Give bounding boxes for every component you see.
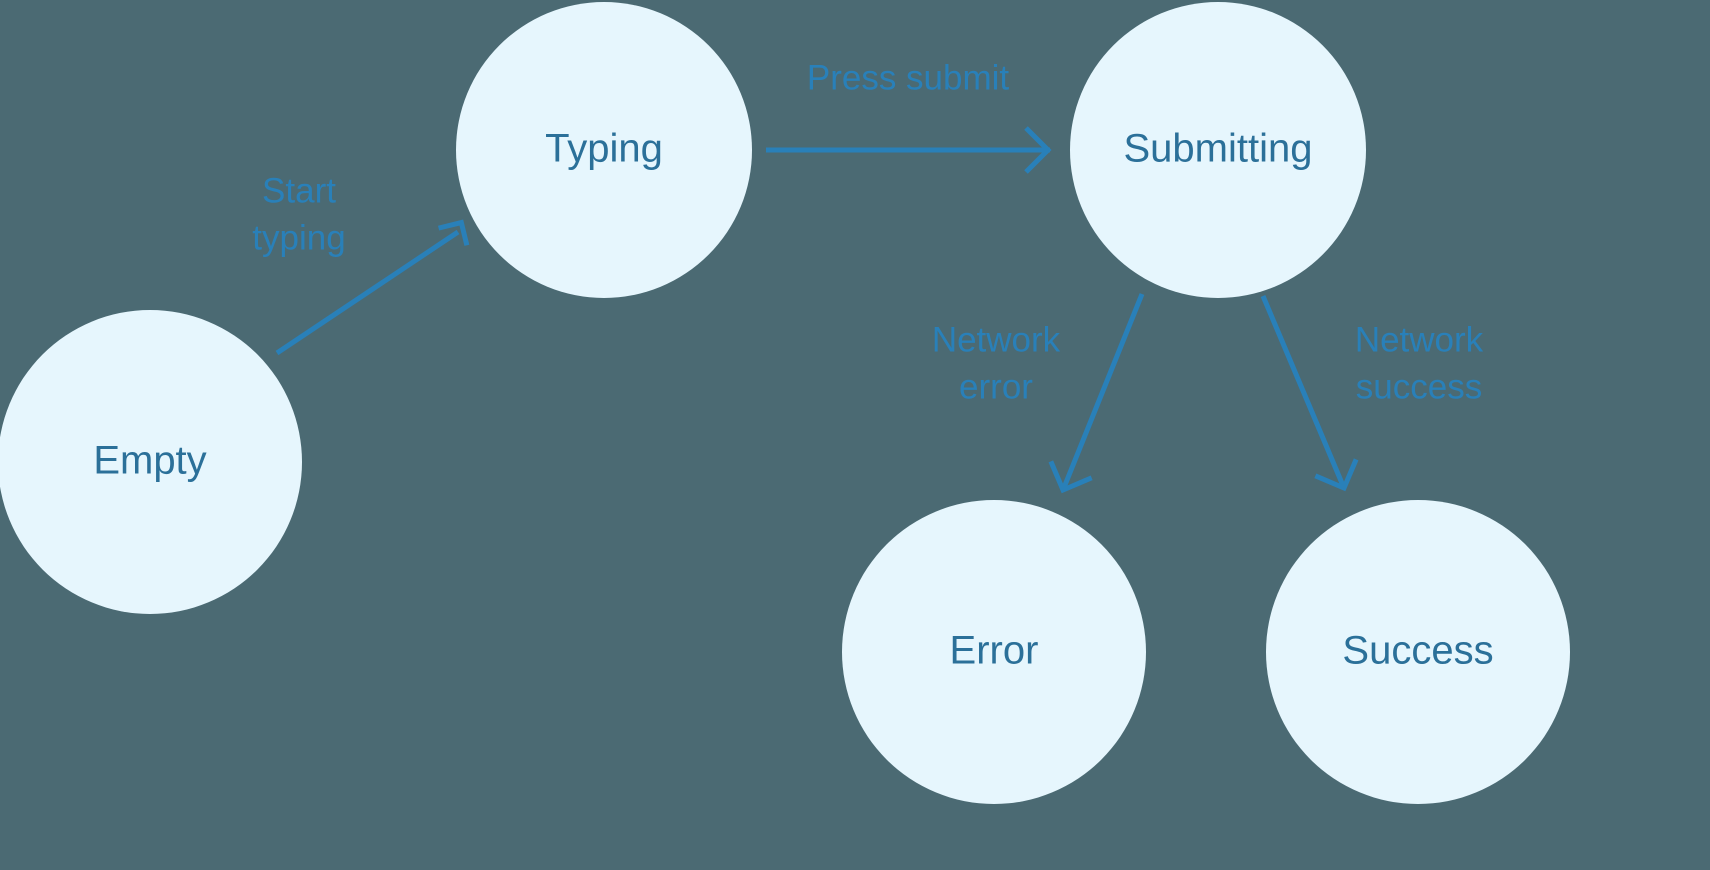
- edge-submitting-to-error[interactable]: Network error: [932, 293, 1145, 498]
- node-circle-empty: [0, 310, 302, 614]
- arrowhead-icon-submitting-to-success: [1314, 458, 1359, 492]
- node-label-error: Error: [950, 629, 1039, 673]
- node-error[interactable]: Error: [842, 500, 1146, 804]
- edge-typing-to-submitting[interactable]: Press submit: [766, 58, 1052, 174]
- edge-submitting-to-success[interactable]: Network success: [1260, 295, 1484, 496]
- edge-label-network-error-line1: Network: [932, 320, 1061, 359]
- node-label-submitting: Submitting: [1124, 127, 1313, 171]
- edge-label-start-typing-line2: typing: [252, 218, 345, 257]
- arrowhead-icon-empty-to-typing: [437, 219, 470, 246]
- node-success[interactable]: Success: [1266, 500, 1570, 804]
- edge-line-submitting-to-success: [1260, 295, 1347, 489]
- node-circle-success: [1266, 500, 1570, 804]
- edge-empty-to-typing[interactable]: Start typing: [252, 171, 473, 356]
- node-circle-typing: [456, 2, 752, 298]
- node-empty[interactable]: Empty: [0, 310, 302, 614]
- edge-label-start-typing-line1: Start: [262, 171, 336, 210]
- edge-label-network-success-line2: success: [1356, 367, 1482, 406]
- edge-line-empty-to-typing: [275, 229, 460, 356]
- node-typing[interactable]: Typing: [456, 2, 752, 298]
- node-circle-submitting: [1070, 2, 1366, 298]
- edge-line-submitting-to-error: [1060, 293, 1145, 491]
- node-submitting[interactable]: Submitting: [1070, 2, 1366, 298]
- node-circle-error: [842, 500, 1146, 804]
- node-label-success: Success: [1342, 629, 1493, 673]
- edge-label-network-error-line2: error: [959, 367, 1033, 406]
- edge-label-network-success-line1: Network: [1355, 320, 1484, 359]
- node-label-empty: Empty: [93, 439, 206, 483]
- arrowhead-icon-submitting-to-error: [1048, 460, 1093, 494]
- node-label-typing: Typing: [545, 127, 663, 171]
- edge-label-press-submit: Press submit: [807, 58, 1010, 97]
- arrowhead-icon-typing-to-submitting: [1024, 126, 1052, 174]
